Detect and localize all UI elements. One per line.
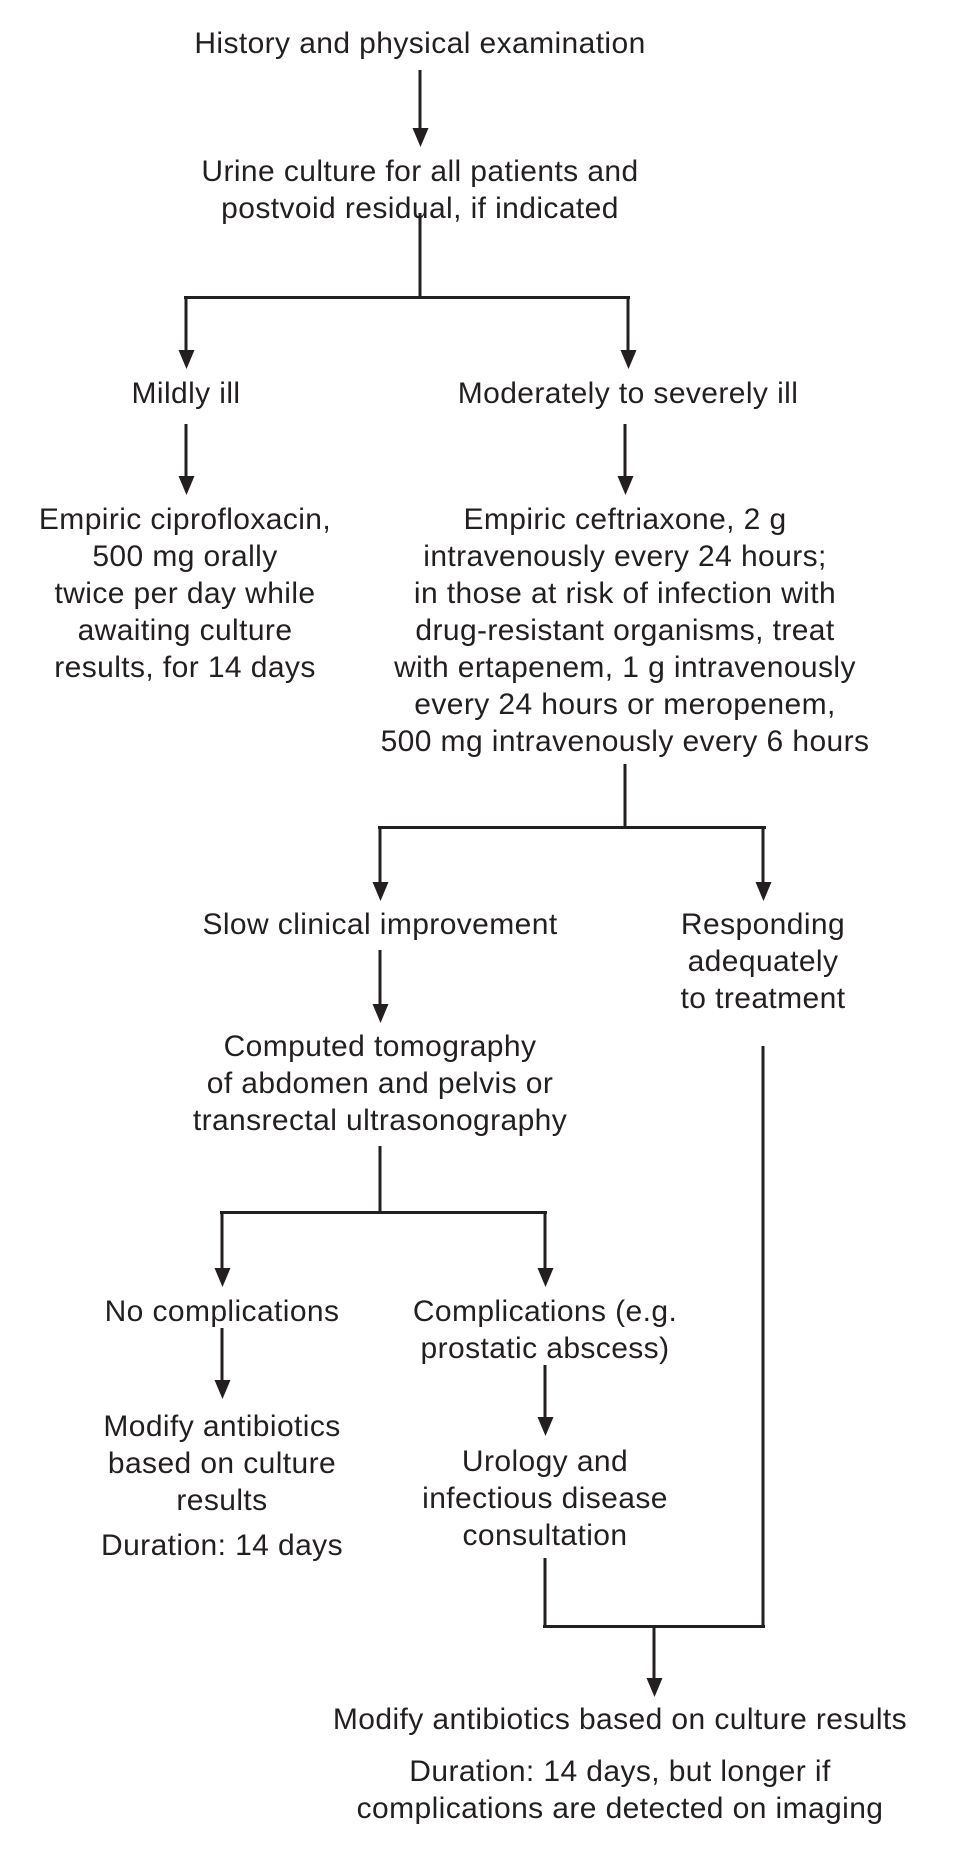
arrow-branch-to-slow-improvement [378,828,382,882]
line-imaging-to-branch [378,1146,382,1214]
arrow-branch-to-mildly-ill [184,298,188,350]
branch-line-response [378,826,766,829]
arrow-branch-to-moderately-ill [626,298,630,350]
arrow-branch-to-no-complications [220,1213,224,1268]
node-ct-or-ultrasonography: Computed tomography of abdomen and pelvi… [192,1030,568,1137]
line-urine-culture-to-branch [418,213,422,298]
line-ceftriaxone-to-branch [623,764,627,828]
arrow-moderately-ill-to-ceftriaxone [623,424,627,476]
arrow-merge-to-final-modify [652,1628,656,1678]
node-mildly-ill: Mildly ill [131,377,241,410]
merge-line [543,1625,765,1628]
node-history-physical-exam: History and physical examination [194,27,646,60]
node-empiric-ceftriaxone: Empiric ceftriaxone, 2 g intravenously e… [380,503,870,758]
arrow-mildly-ill-to-ciprofloxacin [184,424,188,476]
node-empiric-ciprofloxacin: Empiric ciprofloxacin, 500 mg orally twi… [38,503,332,684]
node-responding-adequately: Responding adequately to treatment [680,908,846,1015]
node-urine-culture: Urine culture for all patients and postv… [201,155,639,225]
node-final-modify-antibiotics: Modify antibiotics based on culture resu… [332,1703,908,1736]
branch-line-complications [220,1211,547,1214]
node-no-complications: No complications [104,1295,340,1328]
line-responding-to-merge [761,1046,765,1628]
node-moderately-severely-ill: Moderately to severely ill [457,377,799,410]
arrow-complications-to-urology [543,1365,547,1417]
arrow-history-to-urine-culture [418,70,422,128]
node-complications-abscess: Complications (e.g. prostatic abscess) [412,1295,678,1365]
arrow-no-complications-to-modify [220,1328,224,1380]
arrow-branch-to-complications [543,1213,547,1268]
arrow-branch-to-responding [761,828,765,882]
node-slow-clinical-improvement: Slow clinical improvement [202,908,558,941]
node-final-duration: Duration: 14 days, but longer if complic… [356,1755,884,1825]
node-urology-id-consultation: Urology and infectious disease consultat… [422,1445,668,1552]
node-duration-14-days: Duration: 14 days [101,1529,343,1562]
arrow-slow-improvement-to-imaging [378,950,382,1004]
line-urology-to-merge [543,1558,547,1628]
node-modify-antibiotics: Modify antibiotics based on culture resu… [103,1410,341,1517]
branch-line-severity [184,296,630,299]
